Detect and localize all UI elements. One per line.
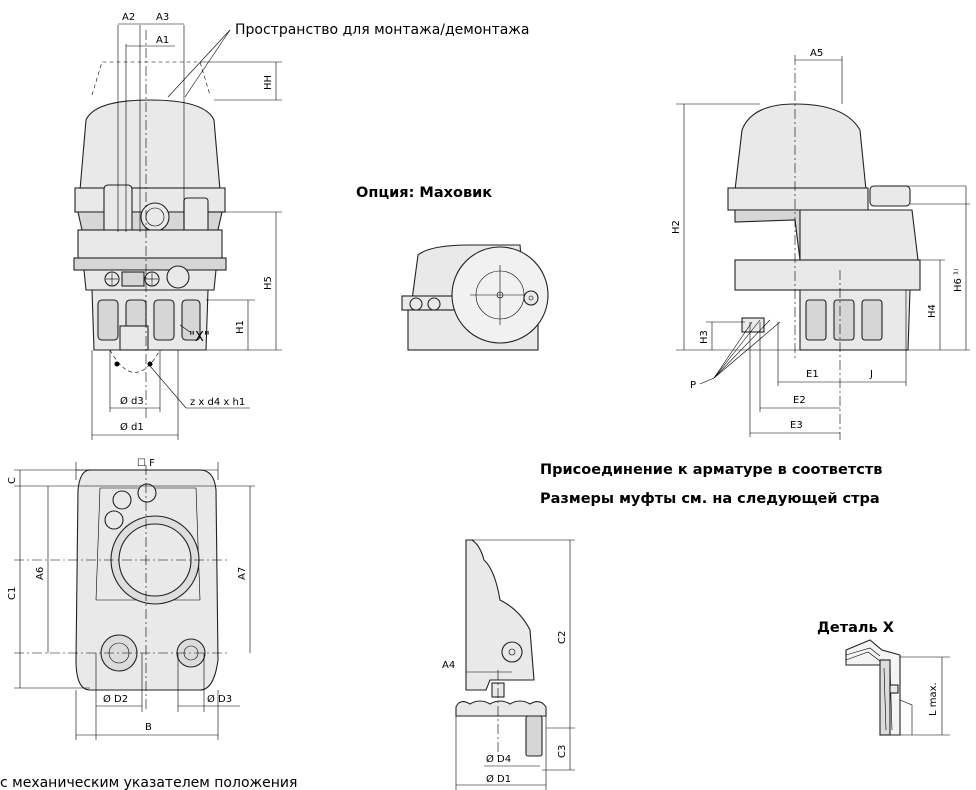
dim-HH: HH: [263, 75, 274, 90]
dim-d3: Ø d3: [120, 395, 144, 407]
dim-B: B: [145, 722, 152, 733]
connection-line-1: Присоединение к арматуре в соответств: [540, 462, 882, 478]
dim-H4: H4: [927, 304, 938, 318]
dim-d1: Ø d1: [120, 421, 144, 433]
dim-H2: H2: [671, 220, 682, 234]
dim-H6: H6 ¹⁾: [953, 268, 964, 292]
dim-C1: C1: [7, 587, 18, 600]
dim-H5: H5: [263, 276, 274, 290]
dim-C3: C3: [557, 745, 568, 758]
dim-D1: Ø D1: [486, 773, 511, 785]
dim-A5: A5: [810, 48, 823, 59]
connection-line-2: Размеры муфты см. на следующей стра: [540, 491, 880, 507]
dim-zd4h1: z x d4 x h1: [190, 397, 245, 408]
dim-A4: A4: [442, 660, 455, 671]
handwheel-title: Опция: Маховик: [356, 185, 492, 201]
dim-Lmax: L max.: [928, 682, 939, 716]
detail-x: Деталь X L max.: [817, 620, 950, 736]
handwheel-view: Опция: Маховик: [356, 185, 549, 351]
detail-title: Деталь X: [817, 620, 894, 636]
dim-A6: A6: [35, 567, 46, 580]
space-label: Пространство для монтажа/демонтажа: [235, 22, 530, 38]
dim-E3: E3: [790, 420, 803, 431]
side-view: A5 H2 H3 H4 H6 ¹⁾ P E1 J E2 E3: [671, 48, 970, 440]
dim-X: "X": [189, 330, 210, 345]
dim-J: J: [869, 369, 873, 380]
top-view: ☐ F C C1 A6 A7 Ø D2 Ø D3 B: [7, 458, 255, 740]
dim-D4: Ø D4: [486, 753, 511, 765]
dim-P: P: [690, 380, 696, 391]
dim-A1: A1: [156, 35, 169, 46]
dim-F: ☐ F: [137, 458, 155, 469]
dim-H3: H3: [699, 330, 710, 344]
indicator-note: с механическим указателем положения: [0, 775, 297, 790]
dim-D2: Ø D2: [103, 693, 128, 705]
dim-E1: E1: [806, 369, 819, 380]
dim-A2: A2: [122, 12, 135, 23]
dim-E2: E2: [793, 395, 806, 406]
dim-C: C: [7, 477, 18, 484]
dim-A3: A3: [156, 12, 169, 23]
dim-H1: H1: [235, 320, 246, 334]
partial-view: C2 C3 A4 Ø D4 Ø D1: [442, 539, 575, 790]
front-view: A2 A3 A1 HH H5 H1 "X" Ø d3 Ø d1 z x d4 x…: [73, 12, 282, 440]
dim-C2: C2: [557, 631, 568, 644]
dim-D3: Ø D3: [207, 693, 232, 705]
dim-A7: A7: [237, 567, 248, 580]
